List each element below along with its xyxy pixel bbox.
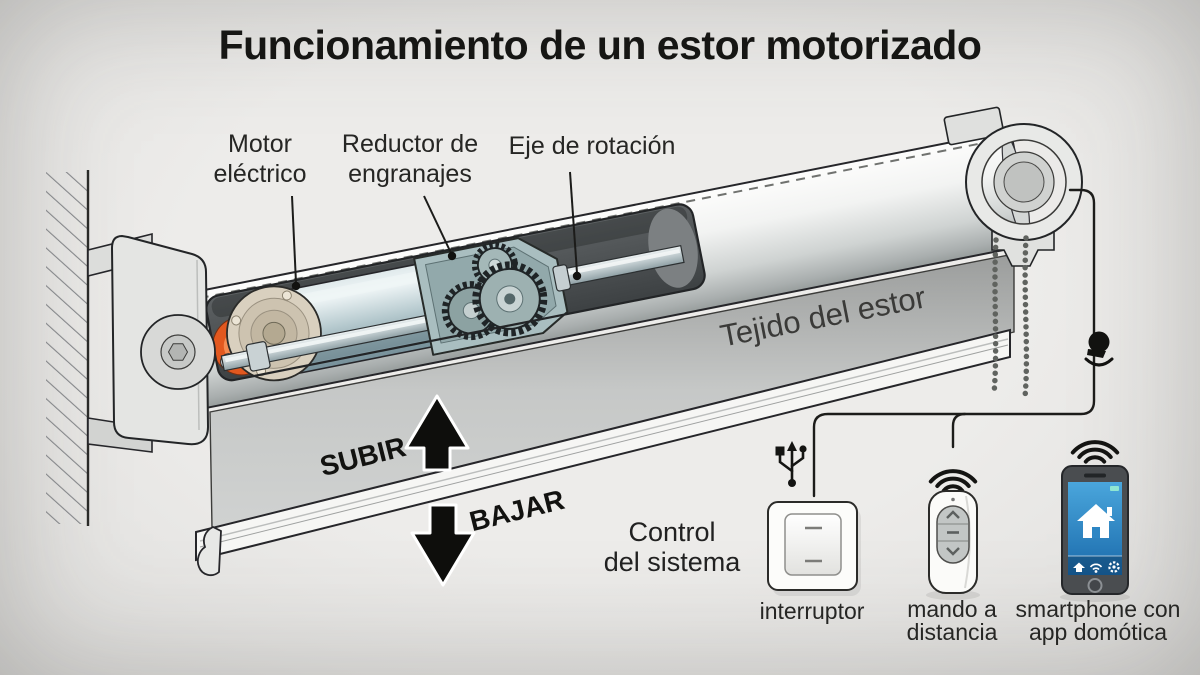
remote-control — [926, 469, 980, 600]
remote-up-button — [946, 510, 960, 519]
caption-mando: mando a distancia — [906, 596, 998, 645]
front-drive-rod — [220, 311, 447, 372]
label-motor: Motor eléctrico — [213, 130, 307, 188]
app-bar-icons — [1073, 561, 1120, 573]
arrow-up — [404, 394, 470, 472]
smartphone — [1060, 440, 1130, 602]
blind-fabric — [209, 253, 1015, 529]
remote-down-button — [946, 547, 960, 556]
leader-lines — [291, 171, 582, 291]
battery-icon — [1110, 486, 1119, 491]
bracket-nut — [167, 343, 189, 361]
home-icon — [1077, 504, 1115, 538]
bead-chain — [991, 235, 1030, 400]
switch-rocker — [784, 513, 842, 576]
phone-home-button — [1087, 578, 1103, 593]
bottom-rail — [195, 328, 1011, 577]
direction-arrows — [404, 394, 476, 587]
wifi-signal-icon — [928, 469, 978, 493]
caption-smartphone: smartphone con app domótica — [1015, 596, 1181, 645]
wall-hatching — [46, 170, 90, 526]
caption-interruptor: interruptor — [759, 598, 865, 624]
wifi-signal-icon — [1070, 440, 1120, 464]
wall-switch — [767, 501, 861, 596]
label-rotation-shaft: Eje de rotación — [508, 132, 676, 160]
control-heading: Control del sistema — [603, 517, 741, 577]
left-bracket — [87, 232, 216, 453]
speaker-icon — [1084, 331, 1114, 367]
page-title: Funcionamiento de un estor motorizado — [218, 22, 982, 68]
connector-lines — [812, 188, 1096, 498]
gearbox — [413, 237, 572, 356]
gear-icon — [1108, 561, 1120, 573]
label-gearbox: Reductor de engranajes — [341, 130, 479, 188]
arrow-down — [410, 503, 476, 587]
usb-icon — [775, 441, 807, 487]
remote-button-pad — [936, 505, 970, 564]
rail-end-cap — [196, 525, 222, 577]
